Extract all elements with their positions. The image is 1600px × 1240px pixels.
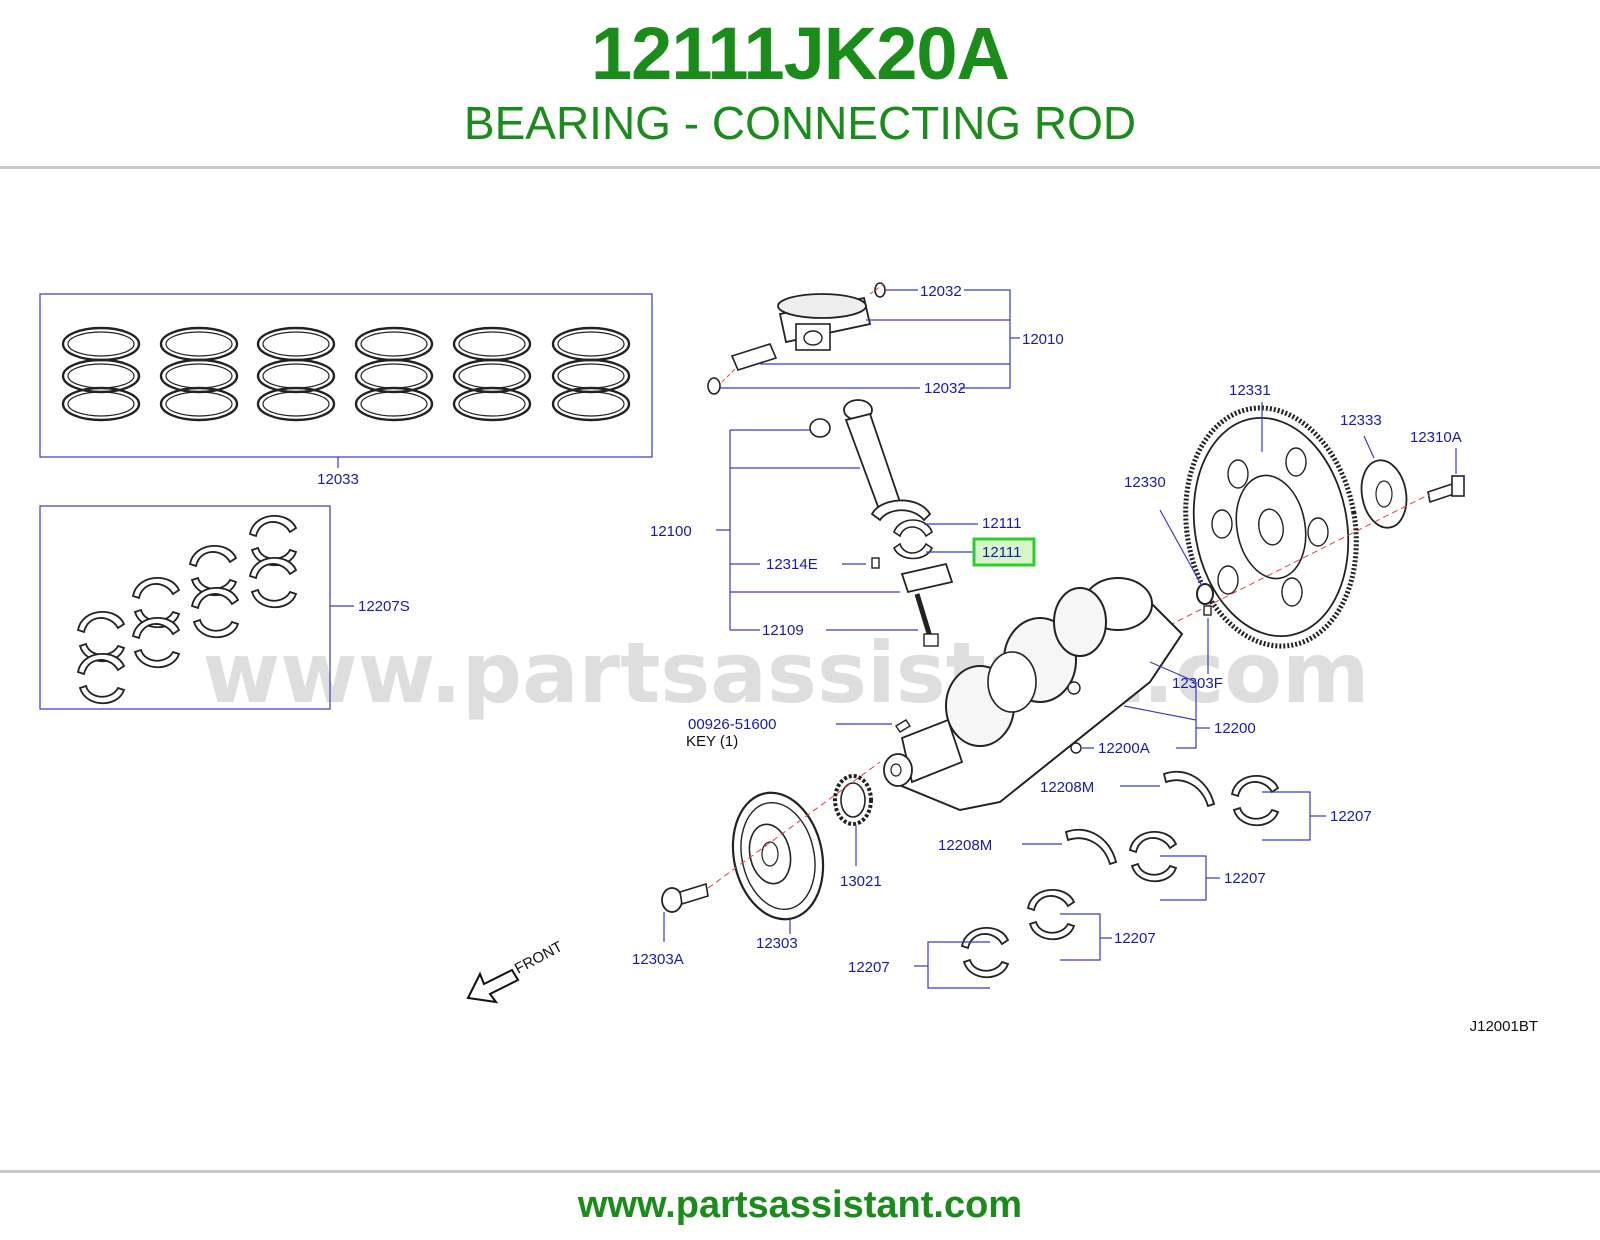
part-number-title: 12111JK20A <box>591 12 1010 95</box>
label-12032-bottom: 12032 <box>924 380 966 397</box>
piston-ring-set <box>61 326 631 422</box>
label-12303F: 12303F <box>1172 675 1223 692</box>
connecting-rod-assembly <box>809 399 954 647</box>
label-12314E: 12314E <box>766 556 818 573</box>
front-label: FRONT <box>512 938 566 977</box>
label-12331: 12331 <box>1229 382 1271 399</box>
label-12111-upper: 12111 <box>982 515 1022 532</box>
label-12010: 12010 <box>1022 331 1064 348</box>
label-key: KEY (1) <box>686 733 738 750</box>
diagram-canvas: www.partsassistant.com 12033 12207S <box>39 282 1538 1035</box>
label-12033: 12033 <box>317 471 359 488</box>
drive-plate <box>1183 405 1359 649</box>
label-12100: 12100 <box>650 523 692 540</box>
label-00926-51600: 00926-51600 <box>688 716 776 733</box>
label-12200A: 12200A <box>1098 740 1150 757</box>
label-12207S: 12207S <box>358 598 410 615</box>
part-name-subtitle: BEARING - CONNECTING ROD <box>463 97 1137 149</box>
crankshaft-pulley <box>731 791 825 921</box>
label-12330: 12330 <box>1124 474 1166 491</box>
label-12303A: 12303A <box>632 951 684 968</box>
label-12207-d: 12207 <box>848 959 890 976</box>
crankshaft <box>883 577 1184 812</box>
label-12208M-upper: 12208M <box>1040 779 1094 796</box>
piston-assembly <box>707 282 886 395</box>
main-bearing-set-box <box>39 505 331 710</box>
label-12032-top: 12032 <box>920 283 962 300</box>
footer-divider <box>0 1170 1600 1173</box>
label-12303: 12303 <box>756 935 798 952</box>
exploded-parts-diagram: www.partsassistant.com 12033 12207S <box>0 262 1600 1062</box>
label-12207-a: 12207 <box>1330 808 1372 825</box>
label-12310A: 12310A <box>1410 429 1462 446</box>
label-12207-c: 12207 <box>1114 930 1156 947</box>
crankshaft-sprocket <box>833 774 873 826</box>
drive-plate-bolt <box>1427 475 1465 504</box>
page-header: 12111JK20A BEARING - CONNECTING ROD <box>0 0 1600 168</box>
piston-ring-set-box <box>39 293 653 458</box>
label-12111-highlighted[interactable]: 12111 <box>982 544 1022 561</box>
label-12200: 12200 <box>1214 720 1256 737</box>
footer-website-url[interactable]: www.partsassistant.com <box>577 1184 1023 1226</box>
diagram-code: J12001BT <box>1470 1018 1538 1035</box>
pulley-bolt <box>661 882 709 913</box>
label-13021: 13021 <box>840 873 882 890</box>
header-divider <box>0 166 1600 169</box>
label-12333: 12333 <box>1340 412 1382 429</box>
label-12109: 12109 <box>762 622 804 639</box>
label-12207-b: 12207 <box>1224 870 1266 887</box>
highlight-box-12111[interactable] <box>972 537 1036 567</box>
front-direction-arrow-icon <box>466 968 520 1004</box>
label-12208M-lower: 12208M <box>938 837 992 854</box>
reinforcement-plate <box>1360 459 1408 529</box>
